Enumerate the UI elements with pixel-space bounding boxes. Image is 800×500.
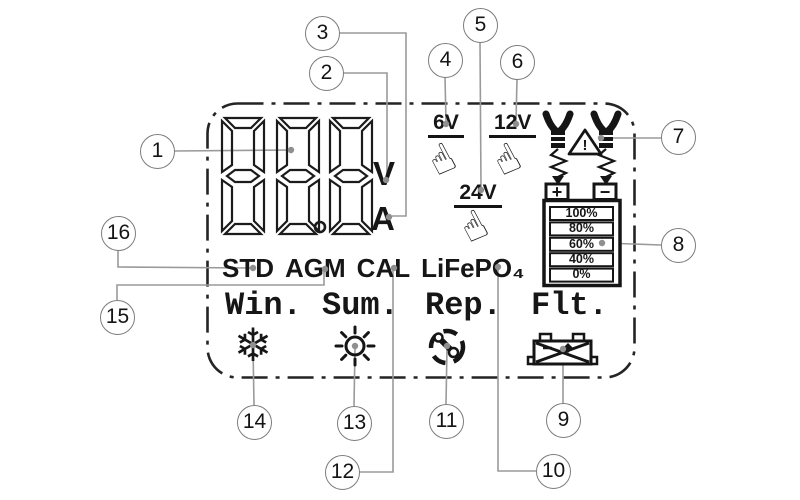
- negative-terminal-sign: −: [599, 182, 611, 202]
- leader-line-14: [252, 346, 255, 406]
- battery-level-40: 40%: [568, 252, 595, 266]
- lcd-panel-border: [206, 102, 636, 379]
- voltage-option-24v: 24V: [454, 182, 502, 208]
- battery-level-gauge: [542, 198, 622, 288]
- callout-10: 10: [536, 454, 571, 489]
- callout-9: 9: [546, 403, 581, 438]
- battery-type-lifepo4: LiFePO₄: [421, 253, 525, 283]
- warning-exclamation-mark: !: [582, 137, 588, 154]
- callout-15: 15: [100, 300, 135, 335]
- battery-type-agm: AGM: [285, 253, 346, 283]
- leader-line-3: [339, 32, 407, 217]
- battery-type-row: STD AGM CAL LiFePO₄: [222, 254, 525, 282]
- voltage-option-6v: 6V: [424, 112, 468, 138]
- callout-14: 14: [237, 405, 272, 440]
- voltage-12v-label: 12V: [489, 112, 537, 138]
- negative-clamp-icon: [546, 114, 570, 148]
- positive-clamp-icon: [594, 114, 618, 148]
- battery-level-0: 0%: [572, 267, 591, 281]
- spark-arrow-left-icon: [549, 147, 568, 187]
- callout-2: 2: [309, 56, 344, 91]
- sun-icon: [334, 325, 376, 367]
- mode-winter-label: Win.: [225, 287, 302, 324]
- mode-summer-label: Sum.: [322, 287, 399, 324]
- battery-type-cal: CAL: [356, 253, 411, 283]
- leader-line-15: [116, 271, 325, 300]
- callout-12: 12: [325, 455, 360, 490]
- leader-line-13: [353, 347, 356, 407]
- snowflake-icon: ❄: [233, 318, 273, 372]
- callout-1: 1: [140, 134, 175, 169]
- battery-level-60: 60%: [568, 237, 595, 251]
- callout-7: 7: [661, 120, 696, 155]
- decimal-point: [313, 220, 327, 234]
- mode-repair-label: Rep.: [425, 287, 502, 324]
- seven-segment-display: [220, 116, 374, 236]
- leader-line-6: [515, 78, 518, 123]
- voltage-6v-label: 6V: [428, 112, 464, 138]
- callout-3: 3: [305, 16, 340, 51]
- warning-triangle-icon: [567, 128, 603, 156]
- positive-terminal-sign: +: [551, 182, 563, 202]
- battery-level-80: 80%: [568, 221, 595, 235]
- leader-line-4: [444, 76, 447, 123]
- leader-line-16: [117, 250, 252, 269]
- callout-5: 5: [463, 8, 498, 43]
- amp-unit-label: A: [371, 200, 395, 237]
- callout-11: 11: [429, 404, 464, 439]
- leader-line-11: [445, 347, 448, 405]
- leader-line-12: [359, 270, 394, 473]
- battery-level-100: 100%: [565, 206, 598, 220]
- mode-float-label: Flt.: [531, 287, 608, 324]
- leader-line-10: [497, 269, 536, 472]
- battery-type-std: STD: [222, 253, 274, 283]
- callout-4: 4: [428, 43, 463, 78]
- callout-16: 16: [101, 216, 136, 251]
- callout-8: 8: [661, 228, 696, 263]
- volt-unit-label: V: [373, 155, 396, 192]
- callout-6: 6: [500, 45, 535, 80]
- leader-line-2: [343, 72, 388, 177]
- battery-fault-icon: [526, 332, 599, 366]
- leader-line-5: [479, 41, 482, 189]
- callout-13: 13: [337, 406, 372, 441]
- voltage-option-12v: 12V: [489, 112, 537, 138]
- voltage-24v-label: 24V: [454, 182, 502, 208]
